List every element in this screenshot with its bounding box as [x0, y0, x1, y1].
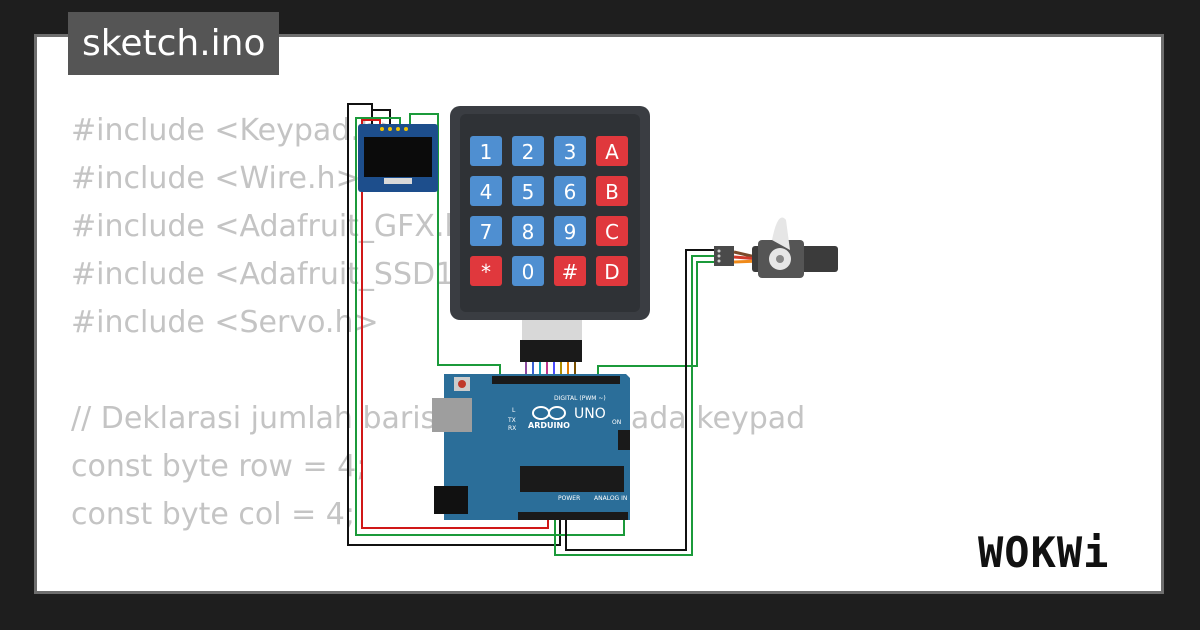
keypad[interactable]: 1 2 3 A 4 5 6 B 7 8 9 C * 0 # D — [450, 106, 650, 320]
keypad-key-9[interactable]: 9 — [554, 216, 586, 246]
wire-gnd-oled — [347, 103, 561, 546]
digital-header — [492, 376, 620, 384]
led-tx-label: TX — [507, 417, 516, 424]
keypad-key-A[interactable]: A — [596, 136, 628, 166]
keypad-key-label: 9 — [564, 220, 577, 244]
keypad-key-label: 3 — [564, 140, 577, 164]
led-l-label: L — [512, 407, 516, 414]
led-rx-label: RX — [508, 425, 516, 432]
keypad-key-*[interactable]: * — [470, 256, 502, 286]
atmega-chip — [520, 466, 624, 492]
arduino-uno-board[interactable]: DIGITAL (PWM ~) ARDUINO UNO POWER ANALOG… — [432, 374, 630, 520]
wire-scl-oled — [409, 113, 501, 378]
keypad-key-label: * — [481, 260, 491, 284]
keypad-key-label: 0 — [522, 260, 535, 284]
arduino-model: UNO — [574, 406, 606, 422]
keypad-key-7[interactable]: 7 — [470, 216, 502, 246]
wokwi-logo: WOKWi — [978, 528, 1110, 577]
keypad-connector — [520, 320, 582, 362]
code-line: #include <Servo.h> — [71, 305, 379, 340]
keypad-key-5[interactable]: 5 — [512, 176, 544, 206]
power-jack — [434, 486, 468, 514]
code-preview: #include <Keypad.h>#include <Wire.h>#inc… — [71, 107, 805, 591]
wire-servo-vcc — [554, 255, 714, 556]
wire-vcc-oled — [361, 119, 549, 529]
code-line: const byte row = 4; — [71, 449, 367, 484]
keypad-key-4[interactable]: 4 — [470, 176, 502, 206]
keypad-key-label: # — [562, 260, 579, 284]
power-analog-header — [518, 512, 628, 520]
keypad-key-1[interactable]: 1 — [470, 136, 502, 166]
keypad-key-label: 2 — [522, 140, 535, 164]
servo-motor[interactable] — [714, 217, 838, 279]
keypad-key-2[interactable]: 2 — [512, 136, 544, 166]
keypad-key-label: 8 — [522, 220, 535, 244]
oled-display[interactable] — [358, 124, 438, 192]
keypad-key-label: A — [605, 140, 619, 164]
keypad-key-0[interactable]: 0 — [512, 256, 544, 286]
code-line: const byte col = 4; — [71, 497, 355, 532]
power-label: POWER — [558, 495, 580, 502]
wire-servo-gnd — [565, 249, 714, 551]
keypad-key-label: D — [604, 260, 619, 284]
analog-label: ANALOG IN — [594, 495, 627, 502]
on-label: ON — [612, 419, 621, 426]
keypad-key-8[interactable]: 8 — [512, 216, 544, 246]
keypad-key-label: 1 — [480, 140, 493, 164]
keypad-key-C[interactable]: C — [596, 216, 628, 246]
keypad-key-label: 6 — [564, 180, 577, 204]
keypad-key-label: 5 — [522, 180, 535, 204]
file-tab[interactable]: sketch.ino — [68, 12, 280, 75]
keypad-key-3[interactable]: 3 — [554, 136, 586, 166]
keypad-key-label: 4 — [480, 180, 493, 204]
arduino-brand: ARDUINO — [528, 421, 570, 430]
wire-servo-signal — [597, 261, 714, 378]
digital-label: DIGITAL (PWM ~) — [554, 395, 606, 402]
keypad-key-B[interactable]: B — [596, 176, 628, 206]
keypad-key-label: 7 — [480, 220, 493, 244]
code-line: #include <Adafruit_GFX.h> — [71, 209, 489, 244]
code-line: #include <Wire.h> — [71, 161, 361, 196]
wire-sda-oled — [355, 117, 625, 536]
keypad-key-#[interactable]: # — [554, 256, 586, 286]
keypad-key-6[interactable]: 6 — [554, 176, 586, 206]
keypad-key-label: C — [605, 220, 619, 244]
wire-oled-gnd-short — [372, 109, 391, 130]
usb-port — [432, 398, 472, 432]
keypad-key-label: B — [605, 180, 619, 204]
keypad-key-D[interactable]: D — [596, 256, 628, 286]
